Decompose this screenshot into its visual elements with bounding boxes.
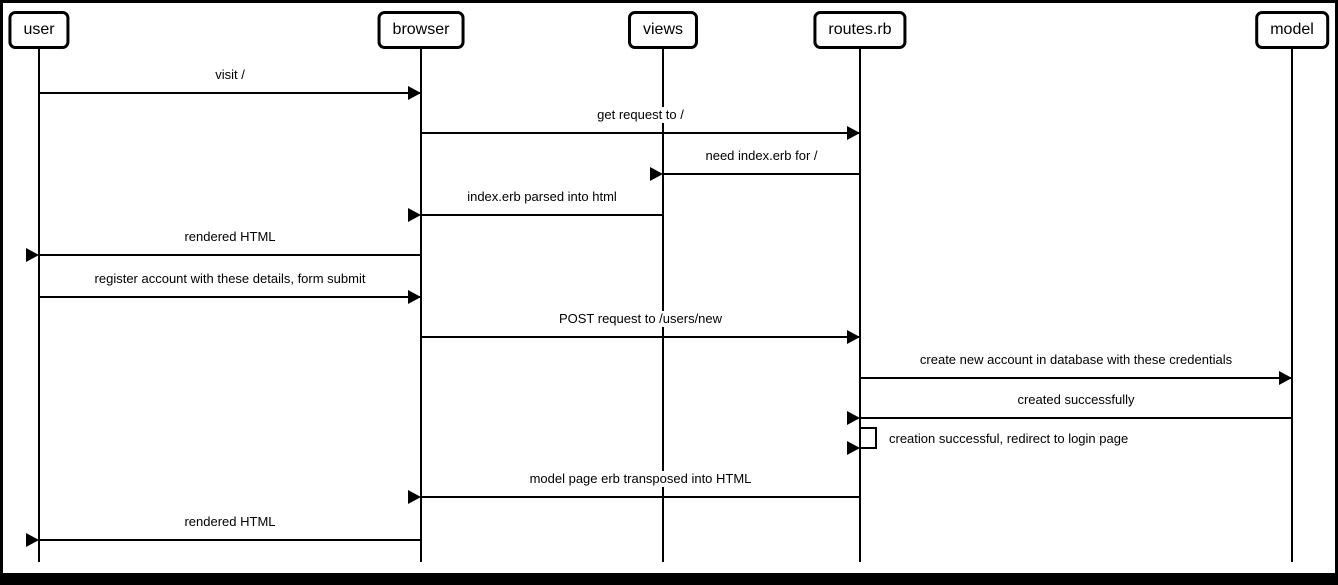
actor-box-views: views [627, 11, 699, 49]
message-2-arrowhead-icon [650, 167, 663, 181]
message-2-line [663, 173, 860, 175]
message-9-arrowhead-icon [847, 441, 860, 455]
message-5-label: register account with these details, for… [90, 271, 370, 287]
lifeline-routes [859, 49, 861, 562]
message-1-arrowhead-icon [847, 126, 860, 140]
message-0-line [39, 92, 421, 94]
message-11-line [39, 539, 421, 541]
lifeline-views [662, 49, 664, 562]
message-0-label: visit / [211, 67, 249, 83]
lifeline-model [1291, 49, 1293, 562]
message-10-label: model page erb transposed into HTML [525, 471, 756, 487]
message-7-arrowhead-icon [1279, 371, 1292, 385]
actor-box-browser: browser [377, 11, 465, 49]
message-0-arrowhead-icon [408, 86, 421, 100]
message-6-arrowhead-icon [847, 330, 860, 344]
actor-box-routes: routes.rb [813, 11, 907, 49]
message-7-line [860, 377, 1292, 379]
message-3-label: index.erb parsed into html [463, 189, 621, 205]
message-8-arrowhead-icon [847, 411, 860, 425]
message-9-self-line-right [875, 427, 877, 449]
lifeline-browser [420, 49, 422, 562]
message-6-label: POST request to /users/new [554, 311, 727, 327]
message-4-line [39, 254, 421, 256]
actor-box-user: user [8, 11, 70, 49]
message-10-arrowhead-icon [408, 490, 421, 504]
message-8-label: created successfully [1013, 392, 1139, 408]
message-1-label: get request to / [593, 107, 688, 123]
message-4-arrowhead-icon [26, 248, 39, 262]
actor-box-model: model [1255, 11, 1329, 49]
message-9-label: creation successful, redirect to login p… [885, 431, 1133, 447]
lifeline-user [38, 49, 40, 562]
message-3-line [421, 214, 663, 216]
message-2-label: need index.erb for / [701, 148, 822, 164]
message-1-line [421, 132, 860, 134]
message-11-label: rendered HTML [180, 514, 280, 530]
message-3-arrowhead-icon [408, 208, 421, 222]
message-8-line [860, 417, 1292, 419]
message-6-line [421, 336, 860, 338]
message-9-self-line-bottom [860, 447, 877, 449]
message-5-line [39, 296, 421, 298]
message-10-line [421, 496, 860, 498]
message-5-arrowhead-icon [408, 290, 421, 304]
message-4-label: rendered HTML [180, 229, 280, 245]
message-11-arrowhead-icon [26, 533, 39, 547]
message-9-self-line-top [860, 427, 877, 429]
message-7-label: create new account in database with thes… [915, 352, 1237, 368]
